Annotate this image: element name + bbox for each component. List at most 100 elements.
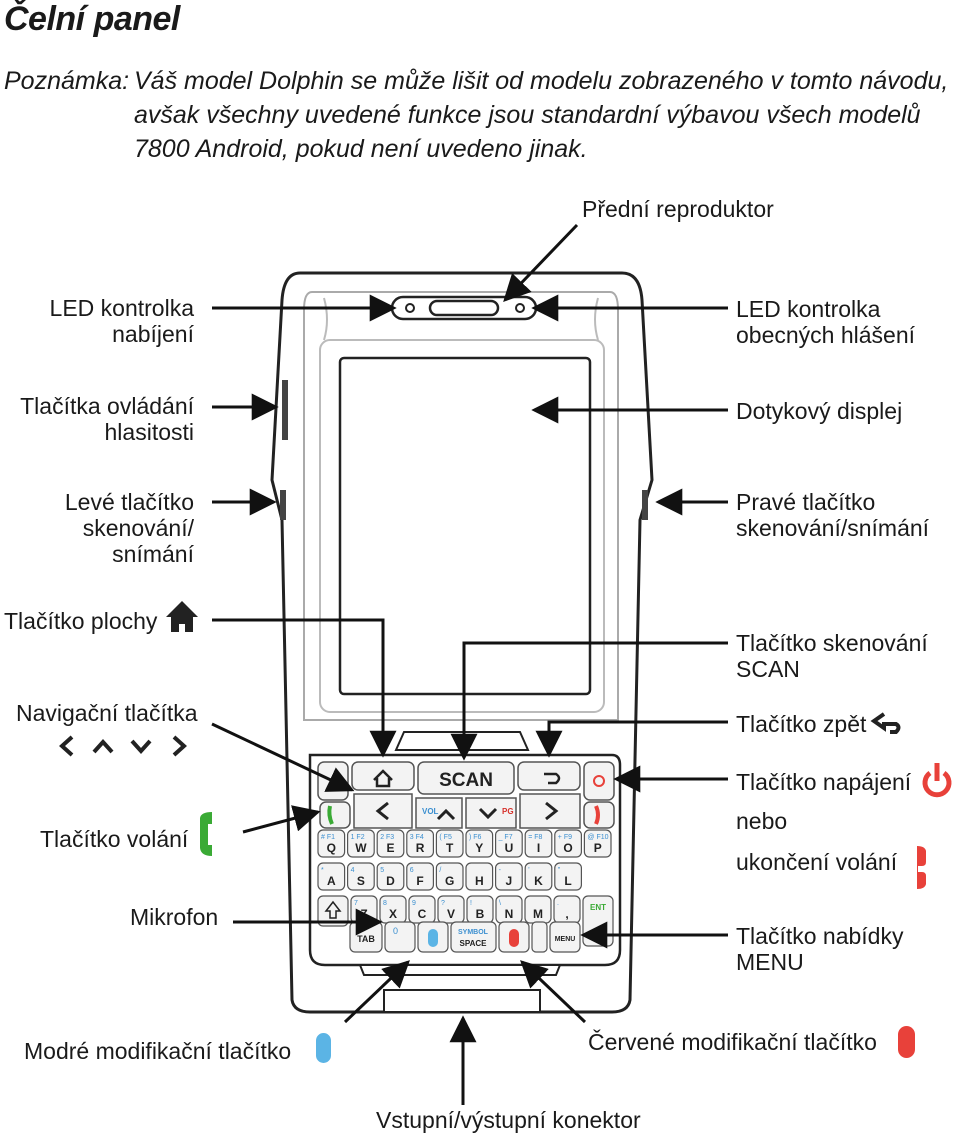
key-i[interactable] [524, 829, 553, 858]
key-label: Z [360, 907, 367, 921]
key-sub-label: = F8 [528, 834, 542, 841]
label-io-connector: Vstupní/výstupní konektor [376, 1107, 641, 1133]
key-label: M [533, 907, 543, 921]
key-w[interactable] [347, 829, 375, 858]
space-label: SPACE [460, 939, 488, 948]
key-a[interactable] [317, 862, 346, 891]
key-sub-label: * [321, 867, 324, 874]
key-sub-label: . [557, 900, 559, 907]
label-or: nebo [736, 808, 788, 834]
page-title: Čelní panel [4, 0, 180, 38]
key-l[interactable] [554, 862, 582, 891]
key-label: J [506, 874, 513, 888]
key-label: H [475, 874, 484, 888]
home-icon [166, 601, 198, 632]
key-e[interactable] [376, 829, 405, 858]
key-g[interactable] [435, 862, 464, 891]
key-s[interactable] [347, 862, 375, 891]
key-sub-label: 3 F4 [410, 834, 424, 841]
back-icon [870, 712, 901, 734]
note-line: avšak všechny uvedené funkce jsou standa… [134, 101, 921, 129]
key-label: L [564, 874, 571, 888]
io-connector [383, 989, 541, 1013]
label-blue-modifier: Modré modifikační tlačítko [24, 1038, 292, 1064]
key-label: E [386, 841, 394, 855]
key-j[interactable] [495, 862, 523, 891]
red-modifier-key[interactable] [509, 929, 519, 947]
key-u[interactable] [495, 829, 523, 858]
nav-right-key[interactable] [519, 793, 581, 829]
notify-led [515, 303, 525, 313]
tab-key-label: TAB [357, 934, 375, 944]
key-k[interactable] [524, 862, 553, 891]
note-line: Váš model Dolphin se může lišit od model… [134, 67, 949, 95]
key-y[interactable] [465, 829, 494, 858]
key-label: K [534, 874, 543, 888]
key-label: B [476, 907, 485, 921]
key-sub-label: ) F6 [469, 834, 482, 841]
key-sub-label: - [499, 867, 502, 874]
call-key-icon [327, 805, 334, 825]
key-sub-label: _ F7 [498, 834, 513, 841]
light-key[interactable] [531, 921, 548, 953]
scan-key[interactable] [417, 761, 515, 795]
menu-key-label: MENU [555, 936, 576, 943]
label-front-speaker: Přední reproduktor [582, 196, 774, 222]
key-sub-label: 1 F2 [351, 834, 365, 841]
back-key[interactable] [517, 761, 581, 791]
key-sub-label: 8 [383, 900, 387, 907]
key-label: P [594, 841, 602, 855]
nav-up-key[interactable] [415, 797, 463, 829]
key-o[interactable] [554, 829, 582, 858]
label-power: Tlačítko napájení [736, 769, 912, 795]
key-label: X [389, 907, 397, 921]
key-t[interactable] [435, 829, 464, 858]
key-label: D [386, 874, 395, 888]
zero-key-label: 0 [393, 926, 398, 936]
key-r[interactable] [406, 829, 434, 858]
key-label: O [563, 841, 572, 855]
end-call-icon [917, 846, 926, 889]
note-line: 7800 Android, pokud není uvedeno jinak. [134, 135, 588, 163]
power-icon [922, 763, 952, 798]
shift-key[interactable] [317, 895, 349, 927]
menu-key[interactable] [549, 921, 581, 953]
key-d[interactable] [376, 862, 405, 891]
left-scan-button[interactable] [280, 490, 286, 520]
key-sub-label: ( F5 [439, 834, 452, 841]
key-label: S [357, 874, 365, 888]
key-label: Y [475, 841, 483, 855]
key-f[interactable] [406, 862, 434, 891]
label-touch-display: Dotykový displej [736, 398, 903, 424]
key-label: , [565, 907, 568, 921]
blue-modifier-key[interactable] [428, 929, 438, 947]
label-call: Tlačítko volání [40, 826, 189, 852]
key-p[interactable] [583, 829, 612, 858]
ent-label: ENT [590, 903, 606, 912]
zero-key[interactable] [384, 921, 416, 953]
space-key[interactable] [450, 921, 497, 953]
front-speaker [390, 295, 538, 321]
power-key[interactable] [583, 761, 615, 801]
key-label: R [416, 841, 425, 855]
key-sub-label: 7 [354, 900, 358, 907]
label-red-modifier: Červené modifikační tlačítko [588, 1029, 877, 1055]
blue-modifier-icon [316, 1033, 331, 1063]
key-label: G [445, 874, 454, 888]
volume-buttons[interactable] [282, 380, 288, 440]
key-label: I [537, 841, 540, 855]
nav-left-key[interactable] [353, 793, 413, 829]
right-scan-button[interactable] [642, 490, 648, 520]
key-h[interactable] [465, 862, 494, 891]
key-v[interactable] [437, 895, 465, 924]
nav-arrows-icon [59, 735, 187, 757]
key-label: W [355, 841, 367, 855]
note-label: Poznámka: [4, 67, 130, 95]
key-q[interactable] [317, 829, 346, 858]
charge-led [405, 303, 415, 313]
